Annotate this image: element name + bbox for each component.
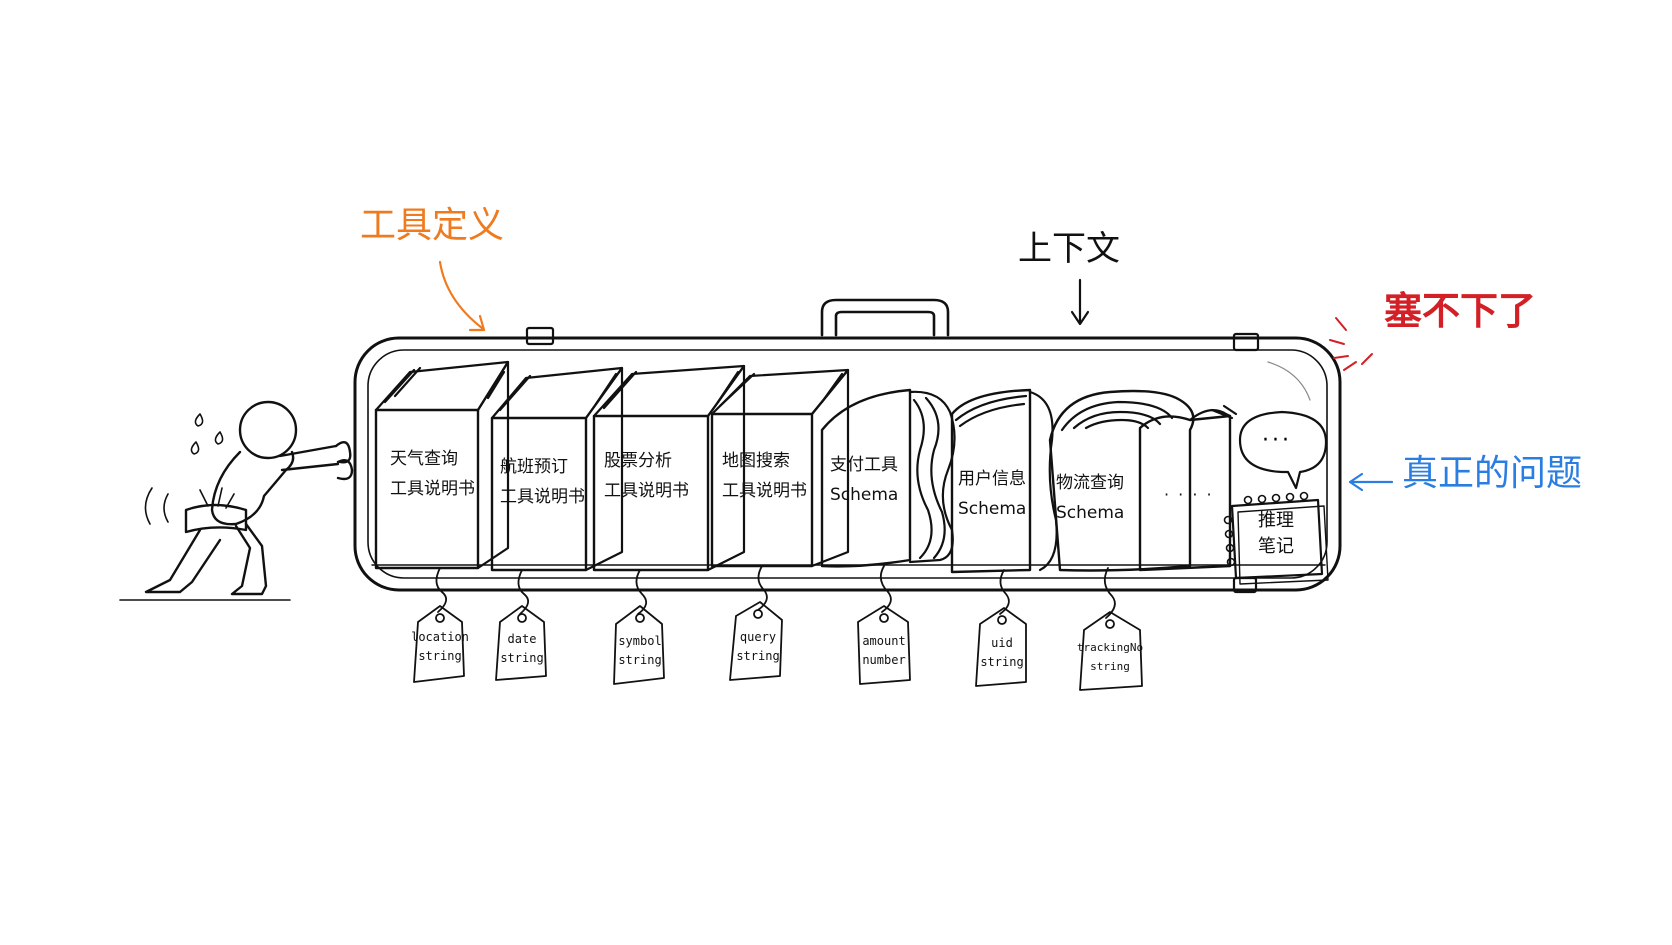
suitcase-shell-inner [367,349,1328,579]
annotation-arrows [438,260,1394,492]
notebook-label-line: 推理 [1258,510,1294,531]
person-arm-upper [278,444,340,472]
reasoning-notebook [1223,491,1329,585]
person-leg-front [230,522,268,596]
tag-param-name: symbol [618,634,662,648]
schema-title-line: Schema [830,485,899,505]
schema-title-line: 物流查询 [1056,473,1124,493]
tag-param-type: string [1090,660,1130,673]
arrow-context-down [1070,278,1090,326]
book-title-line: 股票分析 [604,451,672,471]
schema-logistics [1048,389,1195,572]
tag-param-name: trackingNo [1076,641,1144,654]
tag-uid [975,569,1027,687]
tag-text-location: location string [411,628,469,666]
notebook-label-line: 笔记 [1258,536,1294,557]
suitcase-latch-left [525,326,555,346]
schema-title-payment: 支付工具 Schema [830,450,898,510]
suitcase-reflection [1267,361,1311,401]
motion-lines [144,487,169,525]
tag-param-type: string [500,651,544,665]
schema-title-logistics: 物流查询 Schema [1056,468,1124,528]
notebook-spiral [1223,491,1309,567]
book-title-line: 工具说明书 [604,481,689,501]
schema-title-line: 用户信息 [958,469,1026,489]
tag-location [413,567,465,683]
ellipsis-book-label: · · · · [1164,485,1214,504]
person-leg-back [144,528,222,594]
manual-books [374,360,850,572]
suitcase [353,298,1342,594]
tag-param-name: amount [862,634,906,648]
overflow-burst-lines [1329,317,1373,371]
suitcase-handle [820,298,950,337]
person-tool-belt [184,503,248,534]
tag-amount [857,565,911,685]
sweat-drop-icon-2 [214,431,224,445]
person-hand-lower [336,459,354,481]
schema-title-line: Schema [1056,503,1125,523]
tag-text-uid: uid string [980,634,1023,672]
tag-param-name: date [507,632,537,646]
book-title-line: 工具说明书 [722,481,807,501]
book-title-line: 工具说明书 [500,487,585,507]
schema-bundles [820,388,1238,574]
label-overflow: 塞不下了 [1384,289,1537,333]
person-body [210,450,295,526]
book-flight [490,366,624,572]
tag-param-type: string [736,649,780,663]
schema-title-user: 用户信息 Schema [958,464,1026,524]
schema-title-line: 支付工具 [830,455,898,475]
label-context: 上下文 [1018,229,1120,269]
param-tags [413,565,1143,691]
book-title-line: 航班预订 [500,457,568,477]
schema-title-line: Schema [958,499,1027,519]
person-hand-upper [334,440,352,464]
tag-param-name: location [411,630,469,644]
tag-text-amount: amount number [862,632,905,670]
sweat-drop-icon [194,413,204,427]
tag-param-type: string [618,653,662,667]
sweat-drop-icon-3 [190,441,200,455]
book-title-line: 工具说明书 [390,479,475,499]
tag-text-symbol: symbol string [618,632,661,670]
book-map [710,368,850,568]
book-title-stock: 股票分析 工具说明书 [604,446,689,506]
tag-param-name: query [739,630,777,644]
arrow-real-question [1348,472,1394,492]
tag-text-query: query string [736,628,779,666]
tag-date [495,569,547,681]
book-title-weather: 天气查询 工具说明书 [390,444,475,504]
schema-user [950,388,1058,574]
tag-trackingno [1079,567,1143,691]
suitcase-latch-right [1232,332,1260,352]
label-real-question: 真正的问题 [1402,453,1583,494]
tag-query [729,565,783,681]
ellipsis-book [1138,404,1238,572]
book-title-line: 天气查询 [390,449,458,469]
book-title-map: 地图搜索 工具说明书 [722,446,807,506]
speech-bubble [1238,410,1328,490]
tag-param-name: uid [991,636,1013,650]
tag-text-date: date string [500,630,543,668]
speech-bubble-text: ··· [1262,428,1292,453]
suitcase-shell-outer [353,336,1342,592]
tag-param-type: number [862,653,906,667]
tag-text-trackingno: trackingNo string [1077,638,1143,676]
book-title-flight: 航班预订 工具说明书 [500,452,585,512]
tag-param-type: string [418,649,462,663]
book-title-line: 地图搜索 [722,451,790,471]
arrow-tools-to-suitcase [438,260,486,332]
tag-param-type: string [980,655,1024,669]
notebook-label: 推理 笔记 [1258,508,1294,560]
book-stock [592,364,746,572]
person-tools [199,487,235,509]
tag-symbol [613,569,665,685]
label-tool-definitions: 工具定义 [360,205,505,246]
pushing-person [119,400,354,601]
person-head [238,400,298,460]
